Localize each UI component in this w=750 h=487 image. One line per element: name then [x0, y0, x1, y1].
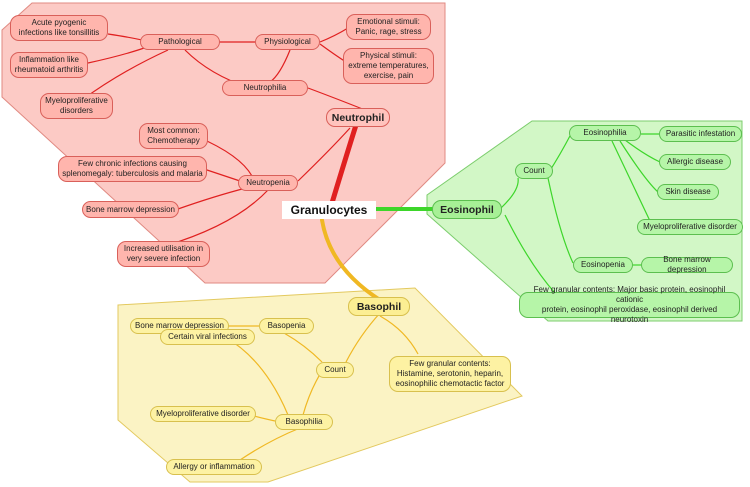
chronic-infections-node[interactable]: Few chronic infections causing splenomeg… [58, 156, 207, 182]
few-granular-contents-node[interactable]: Few granular contents: Histamine, seroto… [389, 356, 511, 392]
eosinophil-myeloproliferative-node[interactable]: Myeloproliferative disorder [637, 219, 743, 235]
neutropenia-node[interactable]: Neutropenia [238, 175, 298, 191]
pathological-node[interactable]: Pathological [140, 34, 220, 50]
eosinopenia-node[interactable]: Eosinopenia [573, 257, 633, 273]
basophilia-node[interactable]: Basophilia [275, 414, 333, 430]
eosinophil-granular-contents-node[interactable]: Few granular contents: Major basic prote… [519, 285, 740, 324]
certain-viral-infections-node[interactable]: Certain viral infections [160, 329, 255, 345]
allergy-or-inflammation-node[interactable]: Allergy or inflammation [166, 459, 262, 475]
eosinophilia-node[interactable]: Eosinophilia [569, 125, 641, 141]
increased-utilisation-node[interactable]: Increased utilisation in very severe inf… [117, 241, 210, 267]
physiological-node[interactable]: Physiological [255, 34, 320, 50]
basophil-myeloproliferative-node[interactable]: Myeloproliferative disorder [150, 406, 256, 422]
basophil-trunk [320, 218, 382, 302]
neutrophil-group-area [1, 2, 446, 284]
acute-pyogenic-infections-node[interactable]: Acute pyogenic infections like tonsillit… [10, 15, 108, 41]
neutrophilia-node[interactable]: Neutrophilia [222, 80, 308, 96]
central-topic-granulocytes[interactable]: Granulocytes [282, 201, 376, 219]
bone-marrow-depression-node[interactable]: Bone marrow depression [82, 201, 179, 218]
emotional-stimuli-node[interactable]: Emotional stimuli: Panic, rage, stress [346, 14, 431, 40]
neutrophil-node[interactable]: Neutrophil [326, 108, 390, 127]
skin-disease-node[interactable]: Skin disease [657, 184, 719, 200]
chemotherapy-node[interactable]: Most common: Chemotherapy [139, 123, 208, 149]
eosinophil-node[interactable]: Eosinophil [432, 200, 502, 219]
neutrophil-trunk [329, 122, 359, 206]
myeloproliferative-disorders-node[interactable]: Myeloproliferative disorders [40, 93, 113, 119]
eosinophil-count-node[interactable]: Count [515, 163, 553, 179]
eosinophil-bone-marrow-node[interactable]: Bone marrow depression [641, 255, 733, 274]
basophil-node[interactable]: Basophil [348, 297, 410, 316]
physical-stimuli-node[interactable]: Physical stimuli: extreme temperatures, … [343, 48, 434, 84]
eosinophil-connectors [500, 133, 661, 294]
basophil-count-node[interactable]: Count [316, 362, 354, 378]
parasitic-infestation-node[interactable]: Parasitic infestation [659, 126, 742, 142]
inflammation-rheumatoid-node[interactable]: Inflammation like rheumatoid arthritis [10, 52, 88, 78]
allergic-disease-node[interactable]: Allergic disease [659, 154, 731, 170]
basopenia-node[interactable]: Basopenia [259, 318, 314, 334]
